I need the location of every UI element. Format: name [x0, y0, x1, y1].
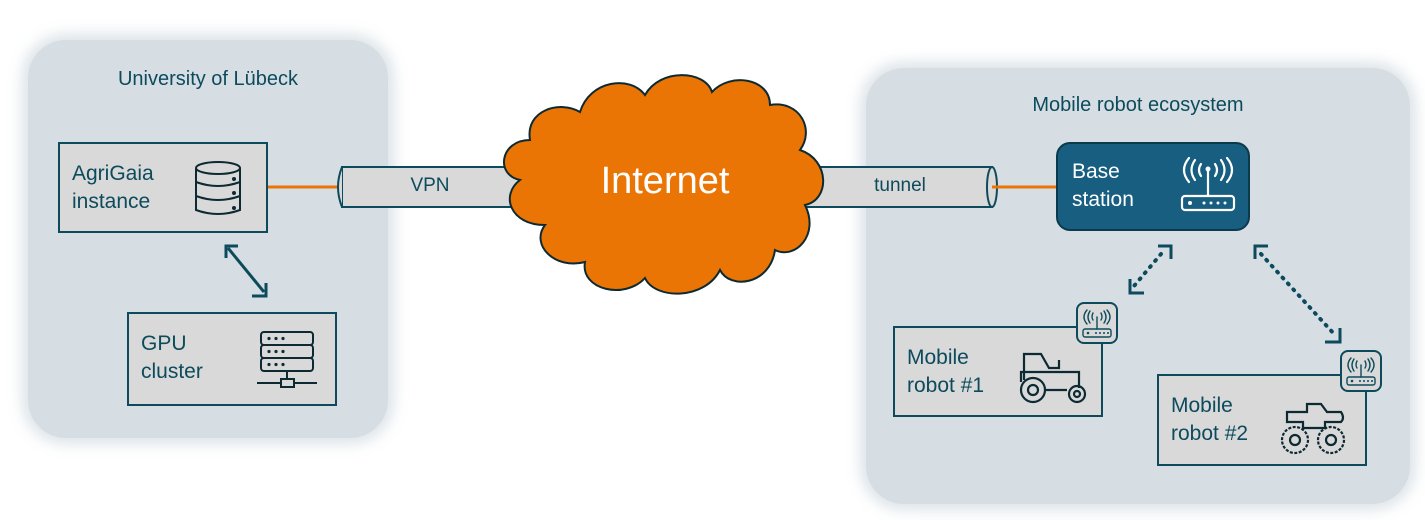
node-mobile-robot-1[interactable]: Mobile robot #1 — [893, 326, 1103, 417]
base-station-label: Base station — [1072, 160, 1134, 211]
agrigaia-label: AgriGaia instance — [72, 162, 154, 213]
internet-cloud — [503, 74, 825, 295]
tractor-icon — [1019, 352, 1087, 404]
robot2-radio-badge — [1340, 350, 1382, 392]
vpn-label: VPN — [410, 175, 450, 196]
robot1-label: Mobile robot #1 — [907, 346, 985, 397]
robot2-label: Mobile robot #2 — [1171, 394, 1249, 445]
wifi-router-icon — [1346, 357, 1376, 386]
wifi-router-icon — [1082, 309, 1112, 338]
arrow-agrigaia-gpu — [224, 244, 268, 298]
tunnel-label: tunnel — [874, 175, 926, 196]
database-icon — [195, 161, 241, 215]
server-network-icon — [257, 331, 317, 388]
wireless-link-robot1 — [1128, 244, 1173, 295]
zone-title-university: University of Lübeck — [117, 68, 299, 90]
internet-label: Internet — [600, 160, 730, 202]
gpu-label: GPU cluster — [141, 332, 203, 383]
wireless-link-robot2 — [1253, 244, 1342, 344]
zone-title-mobile-robot: Mobile robot ecosystem — [1032, 94, 1244, 116]
node-gpu-cluster[interactable]: GPU cluster — [127, 312, 337, 406]
monster-truck-icon — [1280, 402, 1346, 455]
node-mobile-robot-2[interactable]: Mobile robot #2 — [1157, 374, 1367, 466]
robot1-radio-badge — [1076, 302, 1118, 344]
node-agrigaia-instance[interactable]: AgriGaia instance — [58, 142, 268, 233]
wifi-router-icon — [1180, 156, 1236, 212]
node-base-station[interactable]: Base station — [1056, 142, 1250, 231]
